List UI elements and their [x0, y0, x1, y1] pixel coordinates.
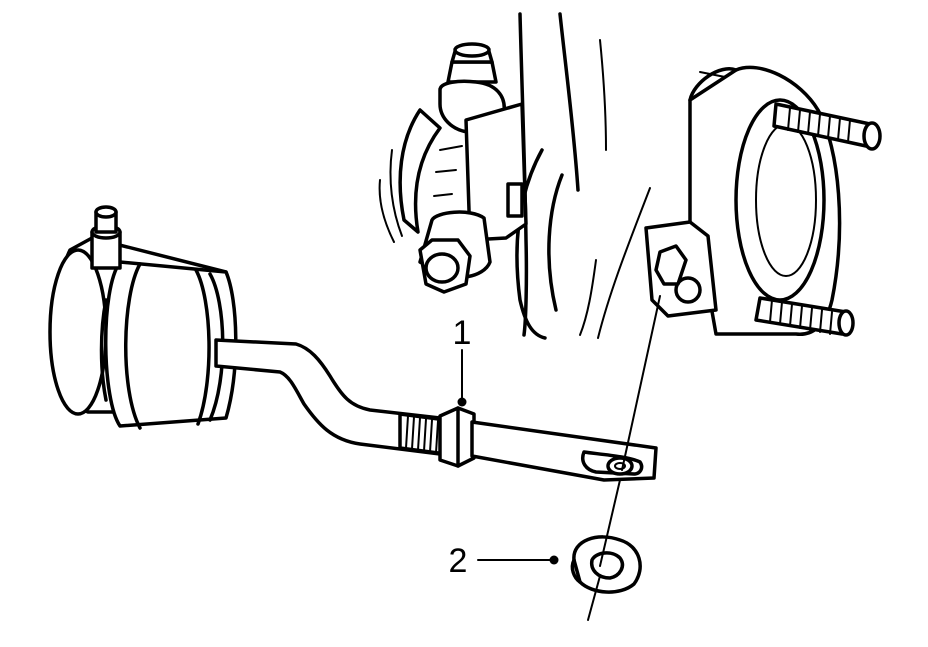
- callout-number-1: 1: [453, 314, 472, 352]
- retaining-clip: [570, 535, 642, 594]
- callout-number-2: 2: [449, 542, 468, 580]
- rod-lock-nut: [438, 406, 476, 468]
- actuator-nipple: [90, 205, 122, 270]
- leader-line-2: [477, 555, 559, 565]
- leader-line-1: [457, 349, 467, 407]
- assembly-axis-line: [587, 295, 661, 621]
- rod-end-clevis: [470, 420, 658, 482]
- wastegate-actuator: [48, 236, 238, 430]
- fitting-hex-nut: [418, 210, 492, 294]
- bracket-stud-lower: [754, 296, 855, 337]
- mounting-bracket: [644, 65, 842, 336]
- bracket-stud-upper: [772, 102, 882, 151]
- banjo-bolt-fitting: [378, 42, 528, 243]
- actuator-rod: [214, 338, 458, 456]
